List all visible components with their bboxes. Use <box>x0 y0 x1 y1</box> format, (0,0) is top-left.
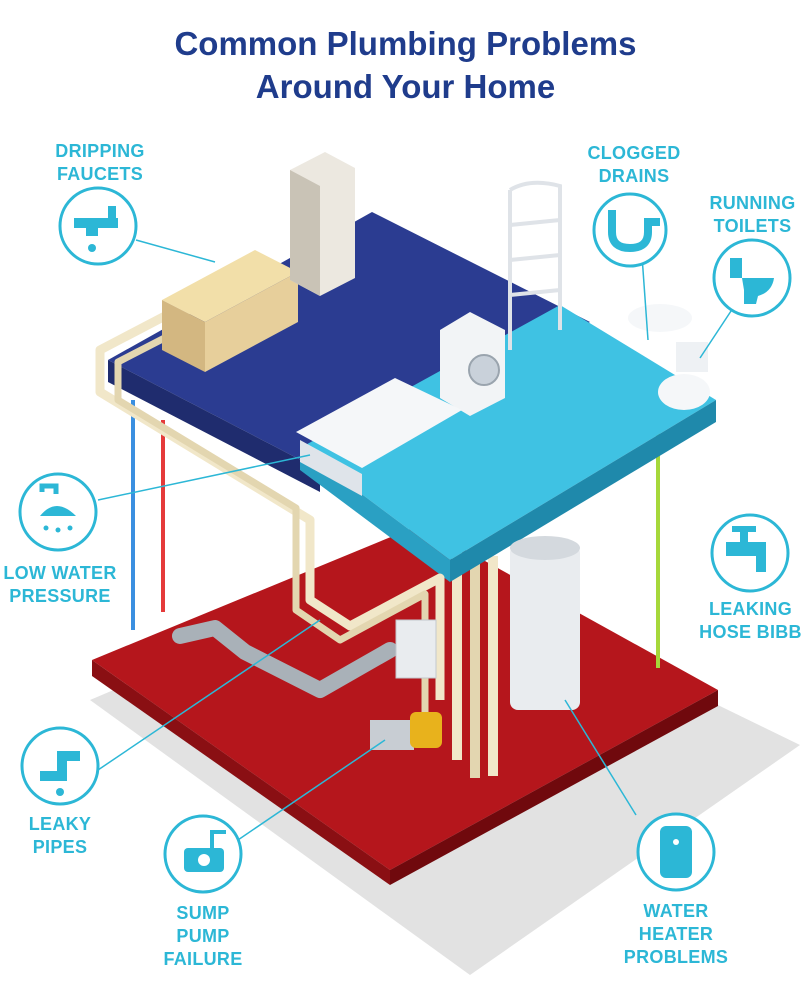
water-heater-tank <box>510 545 580 710</box>
drain-pipe-icon <box>592 192 668 268</box>
upper-floor-kitchen <box>108 212 590 470</box>
pump-motor <box>410 712 442 748</box>
label-clogged-drains: CLOGGED DRAINS <box>587 143 681 186</box>
label-low-water-pressure: LOW WATER PRESSURE <box>3 563 117 606</box>
label-leaking-hose-bibb: LEAKING HOSE BIBB <box>699 599 802 642</box>
bathtub <box>296 378 462 468</box>
label-sump-pump-failure: SUMP PUMP FAILURE <box>163 903 243 969</box>
title-line-1: Common Plumbing Problems <box>174 25 637 62</box>
main-pipe <box>172 620 398 698</box>
towel-rack <box>508 180 562 350</box>
post <box>488 556 498 776</box>
title-line-2: Around Your Home <box>255 68 556 105</box>
kitchen-counter-side <box>205 272 298 372</box>
washing-machine-door <box>468 354 500 386</box>
upper-floor-kitchen-edge <box>108 360 320 492</box>
leaky-pipe-icon <box>20 726 100 806</box>
lower-floor-edge-right <box>390 690 718 885</box>
control-box <box>395 619 437 679</box>
refrigerator-side <box>290 170 320 296</box>
toilet <box>658 374 710 410</box>
upper-floor-bathroom <box>300 305 716 560</box>
supply-pipes-2 <box>114 326 429 720</box>
bathtub-side <box>300 440 362 496</box>
post <box>452 540 462 760</box>
toilet-icon <box>712 238 792 318</box>
lower-floor-edge-left <box>92 660 390 885</box>
kitchen-counter-front <box>162 300 205 372</box>
connector-lines <box>97 239 736 843</box>
bathroom-sink <box>628 304 692 332</box>
label-running-toilets: RUNNING TOILETS <box>709 193 796 236</box>
label-leaky-pipes: LEAKY PIPES <box>28 814 92 857</box>
page-title: Common Plumbing Problems Around Your Hom… <box>0 22 811 108</box>
label-dripping-faucets: DRIPPING FAUCETS <box>55 141 145 184</box>
supply-pipes <box>95 312 445 700</box>
water-heater-icon <box>636 812 716 892</box>
kitchen-counter-top <box>162 250 298 322</box>
water-heater-top <box>510 536 580 560</box>
spigot-icon <box>710 513 790 593</box>
shower-head-icon <box>18 472 98 552</box>
sump-pump-icon <box>163 814 243 894</box>
toilet-tank <box>676 342 708 372</box>
label-water-heater-problems: WATER HEATER PROBLEMS <box>623 901 729 967</box>
faucet-icon <box>58 186 138 266</box>
upper-floor-bathroom-edge-right <box>450 400 716 582</box>
post <box>470 548 480 778</box>
